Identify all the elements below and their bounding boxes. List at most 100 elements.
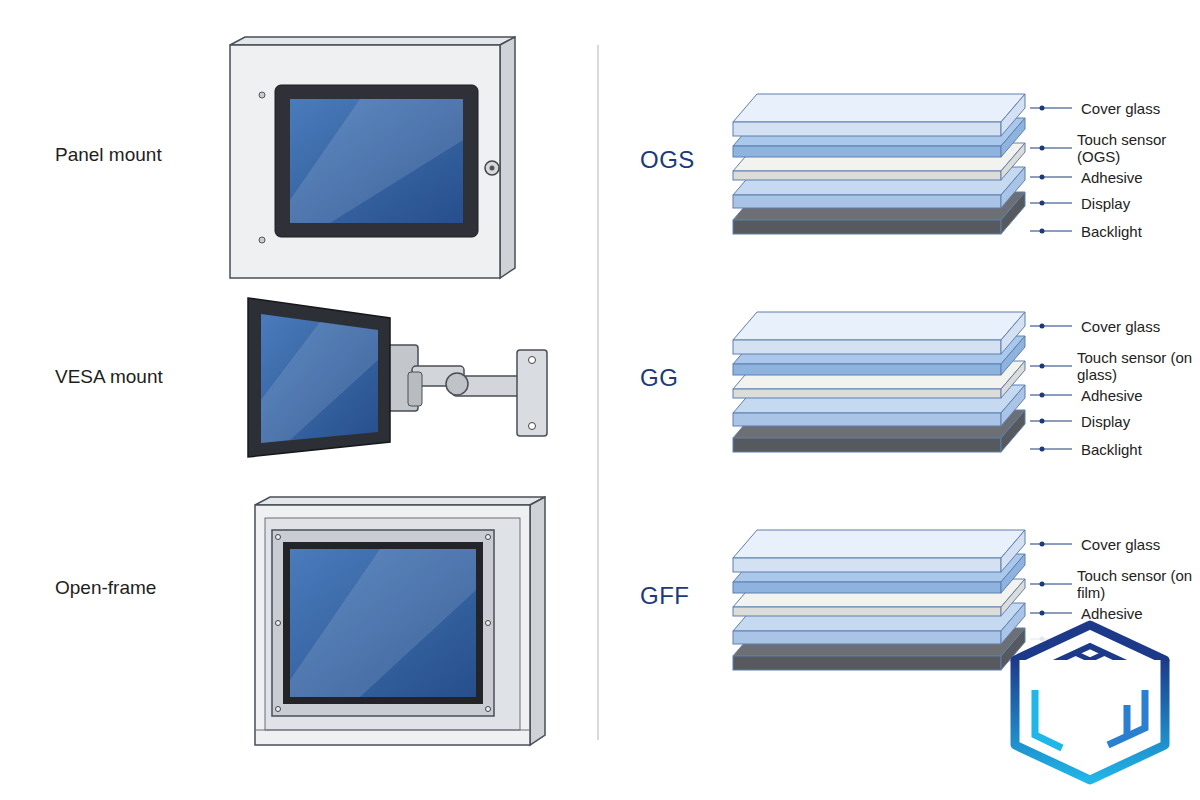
leader-dot — [1040, 364, 1045, 369]
layer-front — [733, 656, 1001, 670]
enclosure-front — [230, 45, 500, 278]
layer-label: Touch sensor (OGS) — [1077, 131, 1195, 165]
layer-slab — [733, 628, 1025, 670]
layer-label: Display — [1081, 195, 1130, 212]
screen — [290, 549, 476, 697]
layer-top — [733, 167, 1025, 195]
label-holder: Touch sensor (OGS) — [1077, 131, 1195, 165]
screw — [276, 707, 281, 712]
layer-slab — [733, 192, 1025, 234]
layer-slab — [733, 385, 1025, 426]
label-holder: Panel mount — [55, 144, 162, 166]
leader-dot — [1040, 447, 1045, 452]
logo-edge — [1086, 695, 1095, 780]
layer-top — [733, 410, 1025, 438]
label-holder: Cover glass — [1081, 318, 1160, 335]
label-holder: VESA mount — [55, 366, 163, 388]
logo-sides — [1015, 660, 1165, 780]
layer-slab — [733, 336, 1025, 375]
lock-keyhole — [490, 166, 495, 171]
layer-top — [733, 554, 1025, 582]
layer-front — [733, 340, 1001, 354]
layer-slab — [733, 603, 1025, 644]
leader-line — [1030, 108, 1072, 109]
screw — [486, 621, 491, 626]
layer-top — [733, 94, 1025, 122]
layer-front — [733, 389, 1001, 398]
open-frame-illustration — [255, 497, 545, 745]
enclosure-recess — [265, 518, 520, 730]
leader-line — [1030, 613, 1072, 614]
layer-front — [733, 582, 1001, 593]
layer-stacks — [733, 94, 1072, 670]
lock — [485, 161, 499, 175]
logo-mark — [1108, 690, 1145, 745]
layer-front — [733, 195, 1001, 208]
vesa-mount-illustration — [248, 298, 547, 457]
screw-hole — [529, 357, 536, 364]
leader-dot — [1040, 419, 1045, 424]
wall-plate — [517, 350, 547, 436]
logo-mark — [1035, 690, 1062, 748]
layer-front — [733, 413, 1001, 426]
layer-label: Cover glass — [1081, 100, 1160, 117]
layer-top — [733, 530, 1025, 558]
screen-glare — [290, 99, 463, 223]
layer-slab — [733, 410, 1025, 452]
layer-front — [733, 631, 1001, 644]
label-holder: Adhesive — [1081, 387, 1143, 404]
leader-dot — [1040, 393, 1045, 398]
layer-top — [733, 385, 1025, 413]
layer-stack — [733, 312, 1072, 452]
leader-line — [1030, 148, 1072, 149]
screw — [259, 237, 265, 243]
enclosure-side — [500, 37, 515, 278]
mount-label: Open-frame — [55, 577, 156, 599]
label-holder: Backlight — [1081, 223, 1142, 240]
layer-slab — [733, 118, 1025, 157]
enclosure-top — [255, 497, 545, 505]
logo — [1015, 625, 1165, 780]
layer-top — [733, 361, 1025, 389]
label-holder: Touch sensor (on film) — [1077, 567, 1195, 601]
label-holder: Backlight — [1081, 441, 1142, 458]
leader-line — [1030, 395, 1072, 396]
label-holder: Display — [1081, 195, 1130, 212]
layer-label: Adhesive — [1081, 169, 1143, 186]
layer-label: Display — [1081, 413, 1130, 430]
leader-line — [1030, 203, 1072, 204]
screen-bezel — [283, 542, 483, 704]
layer-front — [733, 438, 1001, 452]
layer-front — [733, 607, 1001, 616]
frame-plate — [272, 530, 494, 716]
layer-label: Adhesive — [1081, 387, 1143, 404]
layer-front — [733, 122, 1001, 136]
layer-slab — [733, 554, 1025, 593]
layer-front — [733, 364, 1001, 375]
label-holder: Open-frame — [55, 577, 156, 599]
leader-dot — [1040, 201, 1045, 206]
layer-label: Adhesive — [1081, 605, 1143, 622]
leader-dot — [1040, 175, 1045, 180]
label-holder: Touch sensor (on glass) — [1077, 349, 1195, 383]
screw — [486, 707, 491, 712]
enclosure-front — [255, 505, 530, 745]
leader-dot — [1040, 542, 1045, 547]
layer-label: Cover glass — [1081, 318, 1160, 335]
leader-line — [1030, 177, 1072, 178]
layer-slab — [733, 94, 1025, 136]
leader-dot — [1040, 582, 1045, 587]
mount-label: Panel mount — [55, 144, 162, 166]
label-holder: Display — [1081, 413, 1130, 430]
enclosure-lip — [255, 730, 530, 731]
layer-label: Touch sensor (on glass) — [1077, 349, 1195, 383]
leader-dot — [1040, 146, 1045, 151]
leader-dot — [1040, 637, 1045, 642]
leader-dot — [1040, 106, 1045, 111]
layer-top — [733, 628, 1025, 656]
logo-mark — [1124, 705, 1131, 737]
screen-bezel — [275, 85, 478, 237]
monitor-bezel — [248, 298, 390, 457]
layer-top — [733, 603, 1025, 631]
screen-glare — [290, 549, 476, 697]
